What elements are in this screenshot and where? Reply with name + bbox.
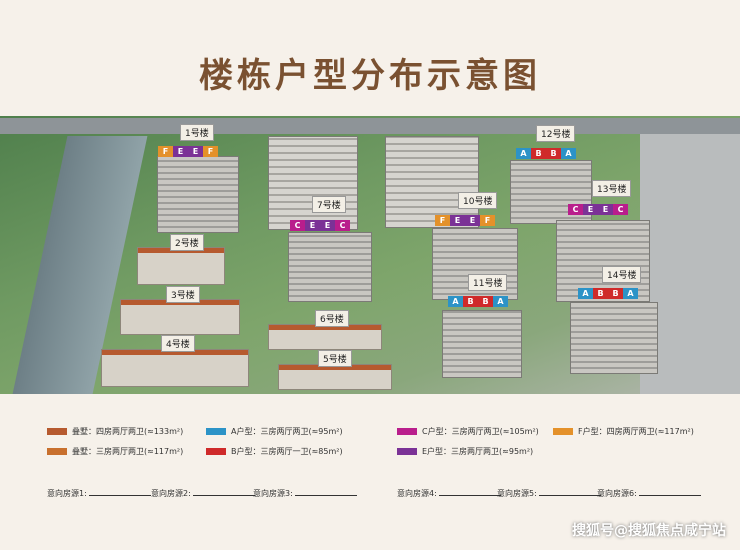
legend-swatch xyxy=(397,428,417,435)
legend-item: F户型：四房两厅两卫(≈117m²) xyxy=(553,426,694,437)
building-12-label: 12号楼 xyxy=(536,125,576,142)
unit-badge: A xyxy=(448,296,463,307)
unit-badge: C xyxy=(613,204,628,215)
legend-item: 叠墅：四房两厅两卫(≈133m²) xyxy=(47,426,183,437)
unit-badge: B xyxy=(593,288,608,299)
building-14-label: 14号楼 xyxy=(602,266,642,283)
unit-badge: F xyxy=(203,146,218,157)
unit-badge: A xyxy=(493,296,508,307)
legend-swatch xyxy=(47,448,67,455)
building-13-units: C E E C xyxy=(568,204,628,215)
fill-field-2: 意向房源2: xyxy=(151,488,255,499)
unit-badge: F xyxy=(158,146,173,157)
legend-swatch xyxy=(397,448,417,455)
fill-label: 意向房源6: xyxy=(597,489,637,498)
building-14-units: A B B A xyxy=(578,288,638,299)
fill-field-5: 意向房源5: xyxy=(497,488,601,499)
legend-item: A户型：三房两厅两卫(≈95m²) xyxy=(206,426,343,437)
building-4 xyxy=(101,349,249,387)
building-11 xyxy=(442,310,522,378)
building-2-label: 2号楼 xyxy=(170,234,204,251)
legend-swatch xyxy=(206,448,226,455)
building-10-units: F E E F xyxy=(435,215,495,226)
legend-item: 叠墅：三房两厅两卫(≈117m²) xyxy=(47,446,183,457)
legend-label: 叠墅：四房两厅两卫(≈133m²) xyxy=(72,427,184,436)
building-6 xyxy=(268,324,382,350)
page-title: 楼栋户型分布示意图 xyxy=(199,56,541,96)
legend-label: C户型：三房两厅两卫(≈105m²) xyxy=(422,427,539,436)
unit-badge: E xyxy=(188,146,203,157)
top-road xyxy=(0,118,740,134)
building-11-label: 11号楼 xyxy=(468,274,508,291)
unit-badge: A xyxy=(561,148,576,159)
unit-badge: E xyxy=(320,220,335,231)
unit-badge: A xyxy=(516,148,531,159)
building-5 xyxy=(278,364,392,390)
unit-badge: E xyxy=(173,146,188,157)
building-12-units: A B B A xyxy=(516,148,576,159)
building-7-units: C E E C xyxy=(290,220,350,231)
legend-item: C户型：三房两厅两卫(≈105m²) xyxy=(397,426,539,437)
building-7 xyxy=(288,232,372,302)
tower-unlabeled-2 xyxy=(385,136,479,228)
fill-label: 意向房源3: xyxy=(253,489,293,498)
fill-field-4: 意向房源4: xyxy=(397,488,501,499)
building-7-label: 7号楼 xyxy=(312,196,346,213)
tower-unlabeled-1 xyxy=(268,136,358,230)
unit-badge: E xyxy=(598,204,613,215)
legend-swatch xyxy=(206,428,226,435)
building-1-label: 1号楼 xyxy=(180,124,214,141)
legend-label: E户型：三房两厅两卫(≈95m²) xyxy=(422,447,534,456)
unit-badge: F xyxy=(480,215,495,226)
building-10-label: 10号楼 xyxy=(458,192,498,209)
fill-field-1: 意向房源1: xyxy=(47,488,151,499)
unit-badge: E xyxy=(465,215,480,226)
legend-label: A户型：三房两厅两卫(≈95m²) xyxy=(231,427,343,436)
unit-badge: B xyxy=(531,148,546,159)
fill-label: 意向房源2: xyxy=(151,489,191,498)
fill-field-6: 意向房源6: xyxy=(597,488,701,499)
site-plan-image: 1号楼 F E E F 7号楼 C E E C 10号楼 F E E F 11号… xyxy=(0,116,740,394)
building-11-units: A B B A xyxy=(448,296,508,307)
building-5-label: 5号楼 xyxy=(318,350,352,367)
fill-field-3: 意向房源3: xyxy=(253,488,357,499)
building-4-label: 4号楼 xyxy=(161,335,195,352)
legend-label: F户型：四房两厅两卫(≈117m²) xyxy=(578,427,694,436)
unit-badge: B xyxy=(608,288,623,299)
building-3 xyxy=(120,299,240,335)
unit-badge: A xyxy=(578,288,593,299)
building-13-label: 13号楼 xyxy=(592,180,632,197)
legend-swatch xyxy=(47,428,67,435)
building-2 xyxy=(137,247,225,285)
building-3-label: 3号楼 xyxy=(166,286,200,303)
unit-badge: B xyxy=(463,296,478,307)
legend-item: B户型：三房两厅一卫(≈85m²) xyxy=(206,446,343,457)
building-6-label: 6号楼 xyxy=(315,310,349,327)
legend-item: E户型：三房两厅两卫(≈95m²) xyxy=(397,446,533,457)
unit-badge: A xyxy=(623,288,638,299)
legend-label: B户型：三房两厅一卫(≈85m²) xyxy=(231,447,343,456)
unit-badge: C xyxy=(290,220,305,231)
unit-badge: B xyxy=(546,148,561,159)
unit-badge: C xyxy=(568,204,583,215)
watermark: 搜狐号@搜狐焦点咸宁站 xyxy=(572,523,726,539)
unit-badge: E xyxy=(450,215,465,226)
unit-badge: F xyxy=(435,215,450,226)
fill-label: 意向房源1: xyxy=(47,489,87,498)
fill-label: 意向房源5: xyxy=(497,489,537,498)
legend-label: 叠墅：三房两厅两卫(≈117m²) xyxy=(72,447,184,456)
building-14 xyxy=(570,302,658,374)
building-1-units: F E E F xyxy=(158,146,218,157)
unit-badge: E xyxy=(583,204,598,215)
unit-badge: E xyxy=(305,220,320,231)
legend-swatch xyxy=(553,428,573,435)
unit-badge: B xyxy=(478,296,493,307)
building-1 xyxy=(157,156,239,233)
fill-label: 意向房源4: xyxy=(397,489,437,498)
unit-badge: C xyxy=(335,220,350,231)
